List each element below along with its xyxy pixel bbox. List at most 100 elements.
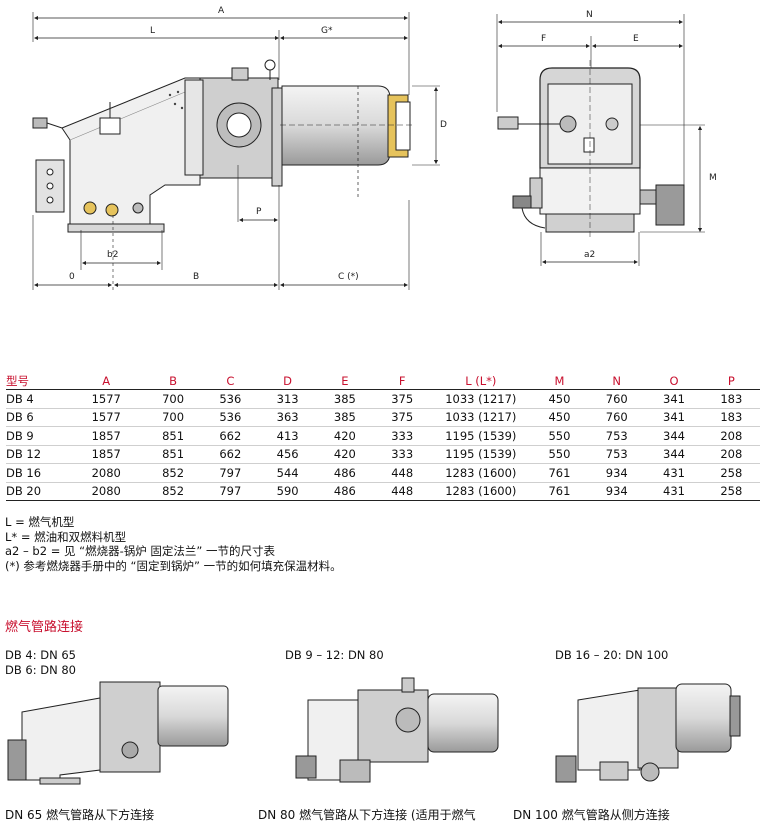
dim-d-label: D (440, 120, 447, 130)
model-cell: DB 6 (6, 408, 68, 427)
value-cell: 797 (201, 463, 259, 483)
dim-a2-label: a2 (584, 250, 596, 260)
model-line: DB 4: DN 65 (5, 648, 76, 662)
value-cell: 448 (373, 463, 431, 483)
model-line: DB 9 – 12: DN 80 (285, 648, 384, 662)
value-cell: 1033 (1217) (430, 389, 531, 409)
connection-caption-2: DN 80 燃气管路从下方连接 (适用于燃气 (258, 808, 476, 822)
value-cell: 1283 (1600) (430, 482, 531, 501)
value-cell: 363 (258, 408, 317, 427)
value-cell: 934 (588, 463, 646, 483)
table-header-row: 型号 A B C D E F L (L*) M N O P (6, 373, 760, 390)
value-cell: 486 (316, 463, 374, 483)
value-cell: 486 (316, 482, 374, 501)
col-header: L (L*) (430, 373, 531, 390)
value-cell: 183 (702, 389, 760, 409)
value-cell: 536 (201, 389, 259, 409)
note-line: L* = 燃油和双燃料机型 (5, 529, 127, 544)
value-cell: 344 (645, 426, 703, 446)
note-line: L = 燃气机型 (5, 515, 75, 529)
value-cell: 258 (702, 463, 760, 483)
value-cell: 333 (373, 445, 431, 464)
connection-models-3: DB 16 – 20: DN 100 (555, 648, 668, 663)
col-header: O (645, 373, 703, 390)
dim-g-label: G* (321, 26, 333, 36)
value-cell: 753 (588, 445, 646, 464)
value-cell: 536 (201, 408, 259, 427)
note-line: a2 – b2 = 见 “燃烧器-锅炉 固定法兰” 一节的尺寸表 (5, 544, 276, 559)
value-cell: 258 (702, 482, 760, 501)
dim-l-label: L (150, 26, 156, 36)
value-cell: 852 (144, 482, 202, 501)
value-cell: 851 (144, 426, 202, 446)
col-header: B (144, 373, 202, 390)
dim-f-label: F (541, 34, 547, 44)
value-cell: 2080 (68, 463, 145, 483)
connection-caption-1: DN 65 燃气管路从下方连接 (5, 808, 155, 822)
value-cell: 341 (645, 389, 703, 409)
dim-a-label: A (218, 6, 225, 16)
value-cell: 700 (144, 408, 202, 427)
value-cell: 550 (530, 426, 589, 446)
value-cell: 1283 (1600) (430, 463, 531, 483)
value-cell: 662 (201, 426, 259, 446)
col-header: M (530, 373, 589, 390)
model-cell: DB 4 (6, 389, 68, 409)
value-cell: 183 (702, 408, 760, 427)
burner-dn80-svg (295, 677, 499, 783)
model-cell: DB 12 (6, 445, 68, 464)
value-cell: 590 (258, 482, 317, 501)
value-cell: 1857 (68, 445, 145, 464)
dim-b-label: B (193, 272, 200, 282)
value-cell: 662 (201, 445, 259, 464)
value-cell: 385 (316, 389, 374, 409)
value-cell: 1577 (68, 408, 145, 427)
value-cell: 852 (144, 463, 202, 483)
col-header: F (373, 373, 431, 390)
value-cell: 761 (530, 463, 589, 483)
value-cell: 1577 (68, 389, 145, 409)
value-cell: 700 (144, 389, 202, 409)
value-cell: 344 (645, 445, 703, 464)
value-cell: 313 (258, 389, 317, 409)
value-cell: 450 (530, 408, 589, 427)
value-cell: 1033 (1217) (430, 408, 531, 427)
value-cell: 760 (588, 389, 646, 409)
dim-p-label: P (256, 207, 262, 217)
model-cell: DB 9 (6, 426, 68, 446)
connection-models-2: DB 9 – 12: DN 80 (285, 648, 384, 663)
value-cell: 431 (645, 482, 703, 501)
connection-models-1: DB 4: DN 65 DB 6: DN 80 (5, 648, 76, 678)
value-cell: 1857 (68, 426, 145, 446)
value-cell: 544 (258, 463, 317, 483)
col-header: A (68, 373, 145, 390)
value-cell: 385 (316, 408, 374, 427)
side-view-svg (32, 12, 705, 290)
value-cell: 333 (373, 426, 431, 446)
value-cell: 2080 (68, 482, 145, 501)
value-cell: 1195 (1539) (430, 445, 531, 464)
value-cell: 413 (258, 426, 317, 446)
connection-caption-3: DN 100 燃气管路从侧方连接 (513, 808, 670, 822)
model-line: DB 6: DN 80 (5, 663, 76, 677)
value-cell: 934 (588, 482, 646, 501)
value-cell: 448 (373, 482, 431, 501)
value-cell: 753 (588, 426, 646, 446)
burner-dn65-svg (7, 681, 229, 785)
value-cell: 761 (530, 482, 589, 501)
section-title: 燃气管路连接 (5, 620, 84, 635)
value-cell: 375 (373, 408, 431, 427)
dim-m-label: M (709, 173, 717, 183)
value-cell: 420 (316, 445, 374, 464)
notes-block: L = 燃气机型 L* = 燃油和双燃料机型 a2 – b2 = 见 “燃烧器-… (5, 515, 342, 573)
value-cell: 1195 (1539) (430, 426, 531, 446)
col-header: C (201, 373, 259, 390)
value-cell: 450 (530, 389, 589, 409)
